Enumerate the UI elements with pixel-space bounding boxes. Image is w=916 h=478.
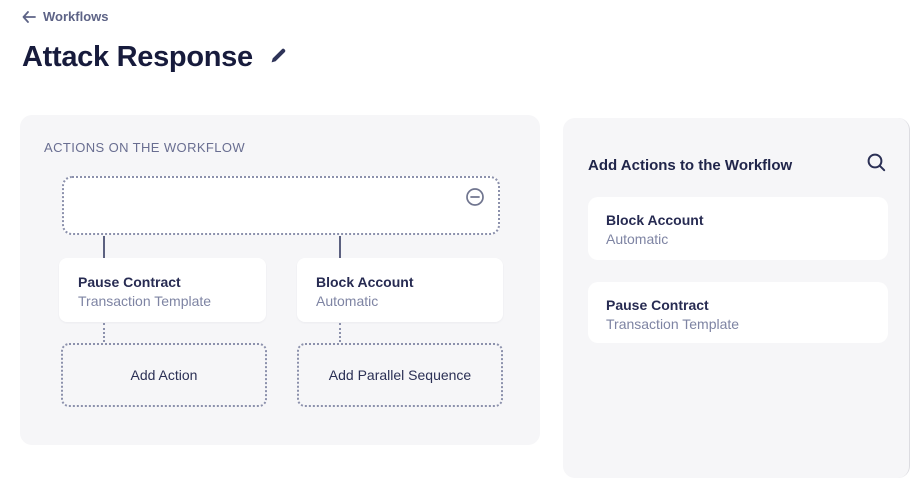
action-library-title: Add Actions to the Workflow	[588, 156, 793, 174]
node-title: Pause Contract	[78, 274, 181, 290]
library-action-pause-contract[interactable]: Pause Contract Transaction Template	[588, 282, 888, 343]
workflow-canvas-panel: ACTIONS ON THE WORKFLOW Pause Contract T…	[20, 115, 540, 445]
workflow-node-block-account[interactable]: Block Account Automatic	[297, 258, 503, 322]
connector-line	[103, 236, 105, 258]
canvas-panel-label: ACTIONS ON THE WORKFLOW	[44, 140, 246, 155]
action-library-panel: Add Actions to the Workflow Block Accoun…	[563, 118, 910, 478]
add-action-label: Add Action	[130, 367, 198, 383]
back-link-label: Workflows	[43, 9, 109, 24]
action-title: Pause Contract	[606, 297, 709, 313]
node-title: Block Account	[316, 274, 414, 290]
minus-circle-icon	[465, 188, 485, 211]
node-subtitle: Transaction Template	[78, 293, 212, 309]
library-action-block-account[interactable]: Block Account Automatic	[588, 197, 888, 260]
action-library-header: Add Actions to the Workflow	[588, 152, 887, 178]
workflow-node-pause-contract[interactable]: Pause Contract Transaction Template	[59, 258, 266, 322]
workflow-root-node[interactable]	[62, 176, 500, 235]
connector-dotted-line	[103, 323, 105, 342]
action-subtitle: Transaction Template	[606, 316, 740, 332]
arrow-left-icon	[22, 10, 36, 23]
title-row: Attack Response	[22, 41, 288, 74]
node-subtitle: Automatic	[316, 293, 379, 309]
action-title: Block Account	[606, 212, 704, 228]
add-action-dropzone[interactable]: Add Action	[61, 343, 267, 407]
back-to-workflows-link[interactable]: Workflows	[22, 9, 109, 24]
add-parallel-sequence-dropzone[interactable]: Add Parallel Sequence	[297, 343, 503, 407]
connector-dotted-line	[339, 323, 341, 342]
remove-node-button[interactable]	[465, 187, 485, 207]
page-title: Attack Response	[22, 41, 253, 73]
connector-line	[339, 236, 341, 258]
add-parallel-sequence-label: Add Parallel Sequence	[328, 367, 472, 383]
pencil-icon	[269, 46, 288, 70]
edit-title-button[interactable]	[269, 46, 288, 70]
search-icon	[866, 152, 887, 178]
action-subtitle: Automatic	[606, 231, 669, 247]
search-actions-button[interactable]	[866, 152, 887, 178]
